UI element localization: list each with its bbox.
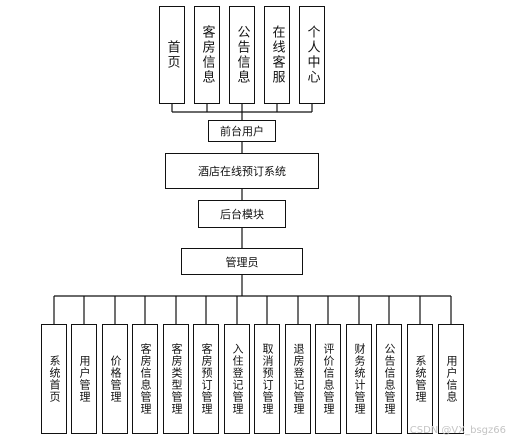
module-system-management: 系统管理 xyxy=(407,324,433,434)
system-box: 酒店在线预订系统 xyxy=(165,153,319,189)
backend-module-box: 后台模块 xyxy=(198,200,286,228)
module-label: 价格管理 xyxy=(109,355,122,403)
module-label: 入住登记管理 xyxy=(231,343,244,415)
module-label: 客房预订管理 xyxy=(200,343,213,415)
module-label: 评价信息管理 xyxy=(322,343,335,415)
module-review-management: 评价信息管理 xyxy=(315,324,341,434)
module-home: 首页 xyxy=(159,6,185,104)
module-label: 个人中心 xyxy=(304,25,320,85)
module-label: 系统首页 xyxy=(48,355,61,403)
module-label: 公告信息管理 xyxy=(383,343,396,415)
module-personal-center: 个人中心 xyxy=(299,6,325,104)
module-label: 在线客服 xyxy=(269,25,285,85)
module-label: 客房信息 xyxy=(199,25,215,85)
module-room-info: 客房信息 xyxy=(194,6,220,104)
front-user-label: 前台用户 xyxy=(220,125,264,138)
watermark: CSDN @VX_bsgz66 xyxy=(409,425,506,436)
module-price-management: 价格管理 xyxy=(102,324,128,434)
module-label: 退房登记管理 xyxy=(292,343,305,415)
module-checkin-management: 入住登记管理 xyxy=(224,324,250,434)
module-room-type-management: 客房类型管理 xyxy=(163,324,189,434)
front-user-box: 前台用户 xyxy=(208,120,276,142)
module-label: 系统管理 xyxy=(414,355,427,403)
module-room-info-management: 客房信息管理 xyxy=(132,324,158,434)
module-user-management: 用户管理 xyxy=(71,324,97,434)
module-announcement-management: 公告信息管理 xyxy=(376,324,402,434)
module-cancel-booking-management: 取消预订管理 xyxy=(254,324,280,434)
module-label: 财务统计管理 xyxy=(353,343,366,415)
backend-module-label: 后台模块 xyxy=(220,208,264,221)
module-user-info: 用户信息 xyxy=(438,324,464,434)
module-label: 首页 xyxy=(164,40,180,70)
module-system-home: 系统首页 xyxy=(41,324,67,434)
module-label: 用户管理 xyxy=(78,355,91,403)
module-label: 客房信息管理 xyxy=(139,343,152,415)
module-label: 用户信息 xyxy=(445,355,458,403)
module-label: 公告信息 xyxy=(234,25,250,85)
module-booking-management: 客房预订管理 xyxy=(193,324,219,434)
module-announcement: 公告信息 xyxy=(229,6,255,104)
admin-label: 管理员 xyxy=(225,255,259,269)
module-finance-statistics: 财务统计管理 xyxy=(346,324,372,434)
admin-box: 管理员 xyxy=(181,248,303,275)
module-label: 客房类型管理 xyxy=(170,343,183,415)
module-label: 取消预订管理 xyxy=(261,343,274,415)
module-checkout-management: 退房登记管理 xyxy=(285,324,311,434)
system-label: 酒店在线预订系统 xyxy=(198,165,286,178)
module-online-service: 在线客服 xyxy=(264,6,290,104)
